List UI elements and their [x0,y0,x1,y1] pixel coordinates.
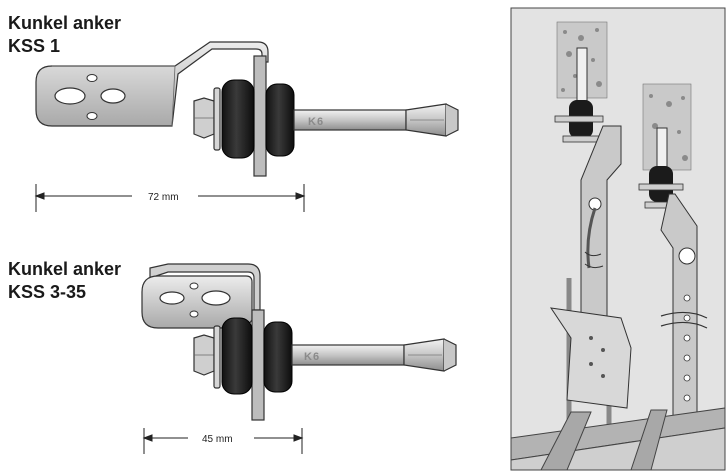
product-title-kss1: Kunkel anker KSS 1 [8,12,121,58]
bracket-flange [251,309,265,421]
rubber-bushing [263,321,293,393]
product-title-line1: Kunkel anker [8,259,122,279]
dimension-line [34,184,306,212]
rubber-bushing [221,79,255,159]
mounting-hole [159,291,185,305]
bolt-marking: K6 [308,116,324,128]
bolt-marking: K6 [304,351,320,363]
product-title-line1: Kunkel anker [8,13,122,33]
washer [213,87,221,151]
installation-illustration [510,7,726,471]
mounting-hole [201,290,231,306]
dimension-label: 45 mm [202,434,233,445]
anchor-kss3-35-illustration: K6 45 mm [141,263,457,454]
mounting-hole [86,74,98,82]
product-title-line2: KSS 1 [8,36,61,56]
product-title-kss3-35: Kunkel anker KSS 3-35 [8,258,121,304]
mounting-hole [86,112,98,120]
hanger-left [554,47,622,339]
rubber-bushing [265,83,295,157]
ceiling-grid [510,407,726,471]
washer [213,325,221,389]
dimension-line [142,428,304,454]
bracket-plate [35,41,269,127]
mounting-hole [100,88,126,104]
bracket-plate [149,263,261,311]
mounting-hole [54,87,86,105]
bracket-flange [253,55,267,177]
rubber-bushing [221,317,253,395]
dimension-label: 72 mm [148,192,179,203]
mounting-hole [189,310,199,318]
mounting-hole [189,282,199,290]
product-title-line2: KSS 3-35 [8,282,87,302]
anchor-kss1-illustration: K6 72 mm [34,41,459,212]
bracket-plate [141,275,253,329]
